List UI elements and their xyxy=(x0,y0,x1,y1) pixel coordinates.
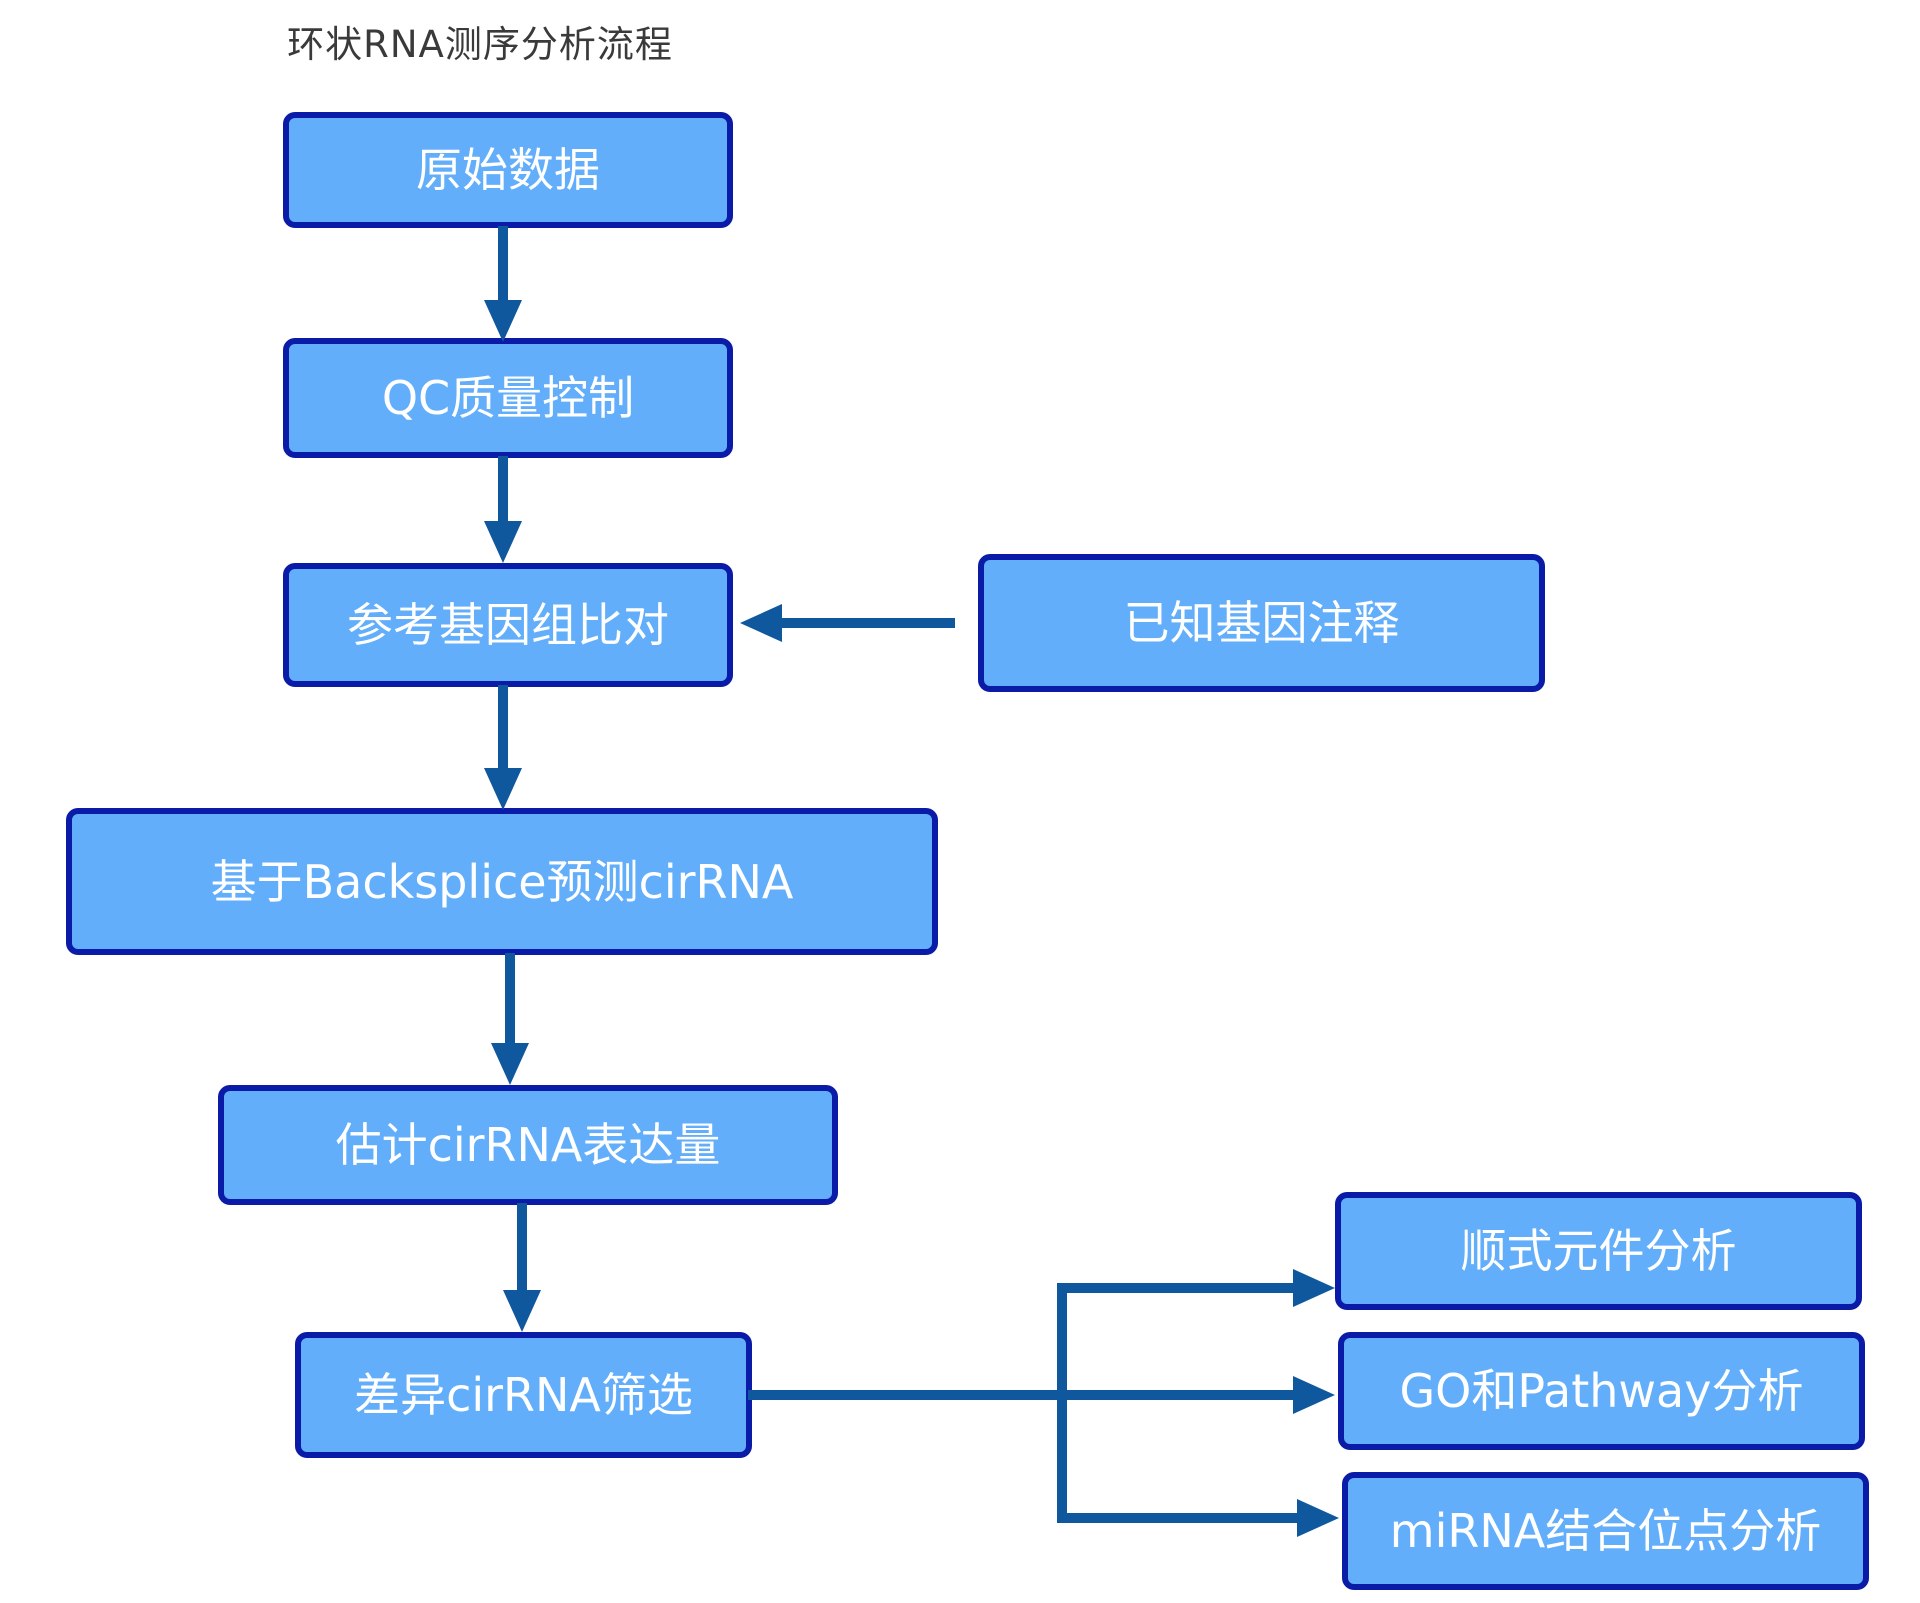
arrow-diff-to-mirna-stem xyxy=(1057,1513,1297,1523)
node-cis-element-analysis: 顺式元件分析 xyxy=(1335,1192,1862,1310)
diagram-title: 环状RNA测序分析流程 xyxy=(287,23,673,66)
arrow-qc-to-align-stem xyxy=(498,456,508,523)
arrow-raw-to-qc-head-icon xyxy=(484,300,522,342)
node-backsplice-prediction: 基于Backsplice预测cirRNA xyxy=(66,808,938,955)
node-expression-estimation: 估计cirRNA表达量 xyxy=(218,1085,838,1205)
arrow-diff-branch-trunk xyxy=(748,1390,1067,1400)
arrow-backsplice-to-expression-stem xyxy=(505,953,515,1045)
arrow-diff-to-go-stem xyxy=(1067,1390,1293,1400)
arrow-diff-to-cis-stem xyxy=(1057,1283,1293,1293)
arrow-diff-to-cis-head-icon xyxy=(1293,1269,1335,1307)
node-differential-screening: 差异cirRNA筛选 xyxy=(295,1332,752,1458)
arrow-align-to-backsplice-head-icon xyxy=(484,768,522,810)
node-known-gene-annotation: 已知基因注释 xyxy=(978,554,1545,692)
arrow-diff-to-mirna-head-icon xyxy=(1297,1499,1339,1537)
arrow-annotation-to-align-head-icon xyxy=(740,604,782,642)
arrow-expression-to-diff-stem xyxy=(517,1203,527,1292)
arrow-diff-branch-vertical xyxy=(1057,1283,1067,1523)
node-mirna-binding-site-analysis: miRNA结合位点分析 xyxy=(1342,1472,1869,1590)
node-genome-alignment: 参考基因组比对 xyxy=(283,563,733,687)
arrow-annotation-to-align-stem xyxy=(778,618,955,628)
arrow-backsplice-to-expression-head-icon xyxy=(491,1043,529,1085)
node-raw-data: 原始数据 xyxy=(283,112,733,228)
node-qc: QC质量控制 xyxy=(283,338,733,458)
arrow-expression-to-diff-head-icon xyxy=(503,1290,541,1332)
arrow-diff-to-go-head-icon xyxy=(1293,1376,1335,1414)
arrow-align-to-backsplice-stem xyxy=(498,685,508,771)
arrow-qc-to-align-head-icon xyxy=(484,521,522,563)
node-go-pathway-analysis: GO和Pathway分析 xyxy=(1338,1332,1865,1450)
arrow-raw-to-qc-stem xyxy=(498,226,508,302)
